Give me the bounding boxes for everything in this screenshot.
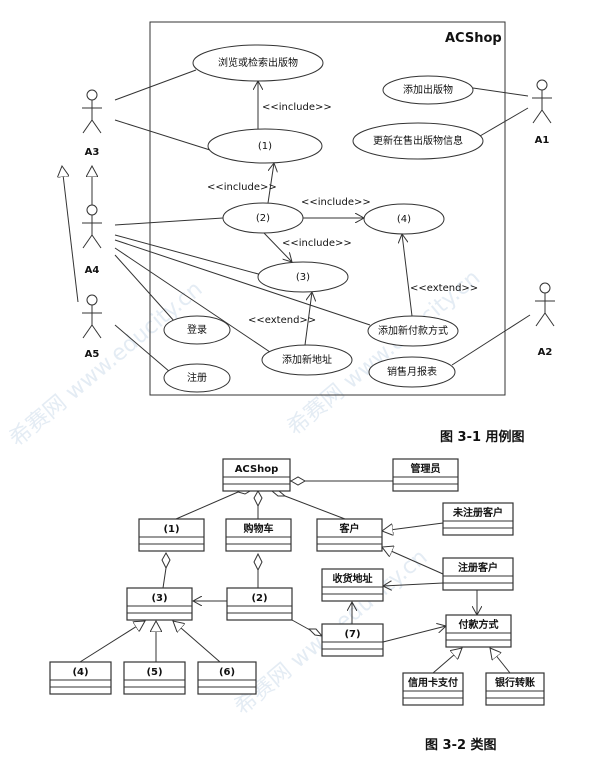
class-name: (7) xyxy=(344,629,360,640)
actor-a4-label: A4 xyxy=(85,265,100,276)
svg-text:添加出版物: 添加出版物 xyxy=(403,83,453,96)
svg-text:销售月报表: 销售月报表 xyxy=(387,365,437,378)
class-k1[interactable]: (1) xyxy=(138,518,205,552)
class-k3[interactable]: (3) xyxy=(126,587,193,621)
use-case-update-info[interactable]: 更新在售出版物信息 xyxy=(352,122,484,160)
svg-text:更新在售出版物信息: 更新在售出版物信息 xyxy=(373,134,463,147)
use-case-report[interactable]: 销售月报表 xyxy=(368,356,456,388)
use-case-2[interactable]: (2) xyxy=(222,202,304,234)
extend-label: <<extend>> xyxy=(410,283,478,294)
svg-text:希赛网 www.educity.cn: 希赛网 www.educity.cn xyxy=(5,277,207,452)
actor-a5-label: A5 xyxy=(85,349,100,360)
class-name: (2) xyxy=(251,593,267,604)
class-addr[interactable]: 收货地址 xyxy=(321,568,384,602)
class-name: (3) xyxy=(151,593,167,604)
svg-text:(2): (2) xyxy=(256,213,270,224)
actor-a3-figure[interactable] xyxy=(82,89,102,134)
class-bank[interactable]: 银行转账 xyxy=(485,672,545,706)
class-k5[interactable]: (5) xyxy=(123,661,186,695)
actors xyxy=(82,79,555,339)
class-name: (1) xyxy=(163,524,179,535)
class-admin[interactable]: 管理员 xyxy=(392,458,459,492)
svg-text:(4): (4) xyxy=(397,214,411,225)
class-name: 付款方式 xyxy=(459,618,499,631)
svg-text:(1): (1) xyxy=(258,141,272,152)
svg-text:添加新地址: 添加新地址 xyxy=(282,353,332,366)
actor-a4-figure[interactable] xyxy=(82,204,102,249)
class-name: 收货地址 xyxy=(333,572,373,585)
svg-text:(3): (3) xyxy=(296,272,310,283)
use-case-4[interactable]: (4) xyxy=(363,203,445,235)
svg-text:登录: 登录 xyxy=(187,323,207,336)
class-links xyxy=(79,476,511,674)
class-name: 管理员 xyxy=(411,462,441,475)
use-case-add-address[interactable]: 添加新地址 xyxy=(261,344,353,376)
class-card[interactable]: 信用卡支付 xyxy=(402,672,464,706)
class-name: 未注册客户 xyxy=(452,506,503,519)
include-label: <<include>> xyxy=(207,182,277,193)
class-acshop[interactable]: ACShop xyxy=(222,458,291,492)
actor-a2-figure[interactable] xyxy=(535,282,555,327)
actor-a5-figure[interactable] xyxy=(82,294,102,339)
use-case-1[interactable]: (1) xyxy=(207,128,323,164)
class-name: 客户 xyxy=(339,522,360,535)
system-boundary xyxy=(149,21,506,396)
include-label: <<include>> xyxy=(282,238,352,249)
figure-caption-2: 图 3-2 类图 xyxy=(425,737,497,753)
extend-label: <<extend>> xyxy=(248,315,316,326)
class-k6[interactable]: (6) xyxy=(197,661,257,695)
class-name: (4) xyxy=(72,667,88,678)
actor-a1-label: A1 xyxy=(535,135,550,146)
class-customer[interactable]: 客户 xyxy=(316,518,383,552)
system-title: ACShop xyxy=(445,31,502,46)
class-name: 信用卡支付 xyxy=(408,676,458,689)
class-name: 购物车 xyxy=(244,522,274,535)
class-reg[interactable]: 注册客户 xyxy=(442,557,514,591)
use-case-register[interactable]: 注册 xyxy=(163,363,231,393)
use-case-login[interactable]: 登录 xyxy=(163,315,231,345)
class-pay[interactable]: 付款方式 xyxy=(445,614,512,648)
class-name: ACShop xyxy=(235,464,279,475)
use-case-3[interactable]: (3) xyxy=(257,261,349,293)
class-name: 注册客户 xyxy=(458,561,498,574)
class-k7[interactable]: (7) xyxy=(321,623,384,657)
figure-caption-1: 图 3-1 用例图 xyxy=(440,429,525,445)
include-label: <<include>> xyxy=(301,197,371,208)
usecase-links xyxy=(62,69,531,373)
class-name: 银行转账 xyxy=(495,676,535,689)
use-case-add-payment[interactable]: 添加新付款方式 xyxy=(367,315,459,347)
actor-a1-figure[interactable] xyxy=(532,79,552,124)
svg-text:添加新付款方式: 添加新付款方式 xyxy=(378,324,448,337)
svg-text:浏览或检索出版物: 浏览或检索出版物 xyxy=(218,56,298,69)
include-label: <<include>> xyxy=(262,102,332,113)
use-case-add-publication[interactable]: 添加出版物 xyxy=(382,75,474,105)
svg-text:注册: 注册 xyxy=(187,371,207,384)
class-k2[interactable]: (2) xyxy=(226,587,293,621)
use-case-browse[interactable]: 浏览或检索出版物 xyxy=(192,44,324,82)
class-k4[interactable]: (4) xyxy=(49,661,112,695)
class-name: (6) xyxy=(219,667,235,678)
actor-a2-label: A2 xyxy=(538,347,553,358)
class-cart[interactable]: 购物车 xyxy=(225,518,292,552)
class-unreg[interactable]: 未注册客户 xyxy=(442,502,514,536)
class-name: (5) xyxy=(146,667,162,678)
actor-a3-label: A3 xyxy=(85,147,100,158)
